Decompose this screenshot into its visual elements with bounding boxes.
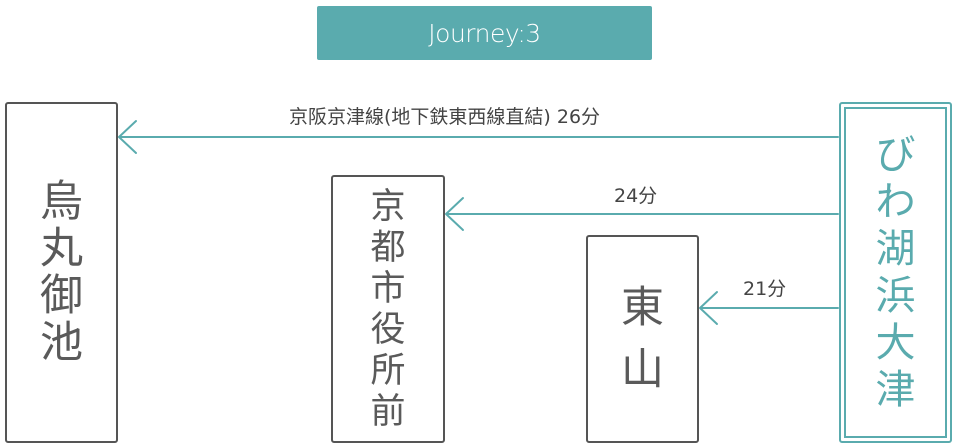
station-name-karasuma-oike: 烏 丸 御 池 [7,176,116,368]
route-label-keihan-keishin: 京阪京津線(地下鉄東西線直結) 26分 [289,106,601,128]
station-char: び [875,131,916,178]
station-char: 都 [370,228,406,268]
station-char: 御 [40,270,83,321]
station-name-biwako-hama-otsu: び わ 湖 浜 大 津 [841,132,950,414]
arrow-to-higashiyama [699,291,839,325]
station-char: 烏 [40,176,83,227]
station-name-higashiyama: 東 山 [588,277,697,401]
station-char: 丸 [40,223,83,274]
station-char: 役 [370,310,406,350]
route-label-21min: 21分 [743,278,787,300]
arrow-to-karasuma-oike [118,120,839,154]
route-label-24min: 24分 [614,185,658,207]
station-char: 湖 [875,225,916,272]
station-char: わ [875,178,916,225]
station-karasuma-oike: 烏 丸 御 池 [5,102,118,443]
station-char: 浜 [875,272,916,319]
station-char: 京 [370,187,406,227]
station-biwako-hama-otsu: び わ 湖 浜 大 津 [839,102,952,443]
station-char: 津 [875,366,916,413]
station-char: 大 [875,319,916,366]
station-char: 東 [621,283,664,333]
arrow-to-kyoto-shiyakusho-mae [445,197,839,231]
station-char: 前 [370,392,406,432]
station-higashiyama: 東 山 [586,235,699,443]
station-char: 池 [40,317,83,368]
station-char: 山 [621,345,664,395]
journey-title: Journey:3 [317,6,652,60]
station-char: 市 [370,269,406,309]
station-name-kyoto-shiyakusho-mae: 京 都 市 役 所 前 [333,187,443,433]
station-char: 所 [370,351,406,391]
station-kyoto-shiyakusho-mae: 京 都 市 役 所 前 [331,175,445,443]
